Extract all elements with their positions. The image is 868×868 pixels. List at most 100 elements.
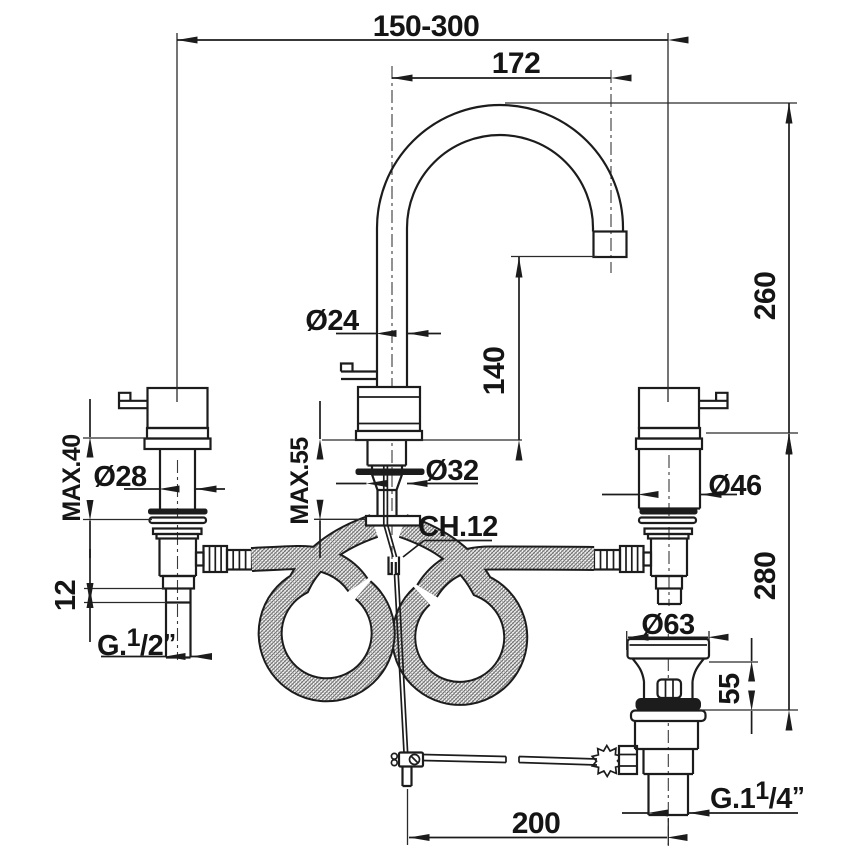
drain-neck <box>631 657 705 682</box>
spout <box>339 103 628 442</box>
left-handle-lever <box>117 391 148 410</box>
dim-drain-flange-diameter: Ø63 <box>626 609 729 650</box>
centerlines <box>176 66 670 846</box>
clamp-screw <box>408 753 421 766</box>
dim-text-spout-height: 260 <box>749 272 782 321</box>
horizontal-rod-left <box>422 753 507 764</box>
right-handle <box>592 386 729 606</box>
dim-max-deck-center: MAX.55 <box>286 401 366 558</box>
dim-text-outlet-height: 140 <box>478 347 511 396</box>
left-valve-stem <box>158 449 197 509</box>
dim-text-spout-diameter: Ø24 <box>305 305 359 337</box>
left-inlet-nipple <box>164 588 192 659</box>
dim-spout-reach: 172 <box>392 47 632 82</box>
drain-coupling-band <box>642 749 695 776</box>
left-washer <box>148 516 208 525</box>
dim-outlet-height: 140 <box>322 255 597 461</box>
right-hose-nut-flats <box>625 546 639 572</box>
dim-spout-height: 260 <box>505 102 798 454</box>
long-rod <box>393 573 409 753</box>
clamp-lower-tube <box>401 766 413 788</box>
dim-spout-diameter: Ø24 <box>305 305 441 337</box>
left-gasket <box>148 508 208 515</box>
left-hose-nut-flats <box>208 546 222 572</box>
left-hose-collar-ridges <box>232 550 247 570</box>
rod-joint-housing-lines <box>619 753 637 767</box>
spout-inner-profile <box>405 133 595 387</box>
dim-text-drain-thread: G.11/4” <box>710 777 804 815</box>
right-gasket <box>639 508 698 515</box>
left-hose-tail-braid <box>251 546 367 592</box>
dim-nipple-length: 12 <box>50 549 166 642</box>
dim-wrench-size: CH.12 <box>402 511 498 558</box>
right-handle-base-flange <box>634 437 704 451</box>
left-hose-loop-braid <box>259 516 394 701</box>
spout-base-flange <box>354 429 424 442</box>
drain-washer <box>629 709 707 723</box>
clamp-wing-lower <box>390 758 399 767</box>
center-shank-neck <box>370 465 404 469</box>
right-inlet-nipple <box>656 588 683 606</box>
dim-left-stem-diameter: Ø28 <box>93 461 225 493</box>
dim-text-rod-offset: 200 <box>512 807 561 840</box>
left-tail-step <box>161 574 196 590</box>
flexible-hoses <box>250 514 595 706</box>
drain-body <box>633 721 700 751</box>
dim-right-escutcheon-diameter: Ø46 <box>602 470 763 502</box>
dim-text-drain-body-height: 55 <box>714 673 746 705</box>
dim-drain-thread: G.11/4” <box>622 777 805 817</box>
right-hose-loop-braid <box>393 516 527 704</box>
right-hose-tail-braid <box>418 547 595 597</box>
drain-cam <box>656 678 683 700</box>
horizontal-rod-right <box>518 755 598 766</box>
right-handle-lever <box>699 391 729 410</box>
dim-text-right-escutcheon-diameter: Ø46 <box>708 470 762 502</box>
dimension-line <box>402 539 425 558</box>
popup-linkage <box>382 466 639 788</box>
spout-base-body <box>356 385 422 433</box>
dim-text-inlet-thread: G.1/2” <box>97 624 176 662</box>
dim-text-handle-spread: 150-300 <box>373 10 480 43</box>
dim-under-deck-height: 280 <box>700 434 798 731</box>
lift-rod-bend <box>383 524 398 558</box>
right-tail-step <box>654 574 684 590</box>
popup-rod-knob <box>339 362 377 381</box>
dim-text-wrench-size: CH.12 <box>418 511 498 543</box>
dim-text-under-deck-height: 280 <box>749 552 782 601</box>
right-hose-collar-ridges <box>599 550 615 570</box>
left-locknut-lower <box>155 532 200 540</box>
dim-handle-spread: 150-300 <box>176 10 689 402</box>
dim-text-spout-reach: 172 <box>492 47 541 80</box>
left-handle <box>117 386 254 659</box>
rod-spring-coupling <box>590 743 624 779</box>
left-hose <box>250 514 396 703</box>
drain-upper-body <box>642 681 694 699</box>
dim-text-max-deck-center: MAX.55 <box>286 437 314 525</box>
spout-nozzle <box>592 230 628 259</box>
dim-text-center-shank-diameter: Ø32 <box>425 455 478 487</box>
dim-text-left-stem-diameter: Ø28 <box>93 461 147 493</box>
dim-center-shank-diameter: Ø32 <box>336 455 479 487</box>
dim-text-max-deck-left: MAX.40 <box>58 434 86 521</box>
drain-seal-gasket <box>635 698 701 711</box>
clamp-screw-slot <box>410 755 419 764</box>
right-washer <box>637 516 698 525</box>
right-hose <box>391 514 595 706</box>
center-threaded-shank <box>366 440 408 467</box>
drain-plug-cap <box>626 637 711 660</box>
spout-outer-profile <box>375 103 625 387</box>
lift-rod-fork <box>387 556 401 576</box>
lift-rod-upper <box>382 466 389 525</box>
left-handle-base-flange <box>143 437 212 451</box>
dim-text-drain-flange-diameter: Ø63 <box>641 609 695 641</box>
dim-max-deck-left: MAX.40 <box>58 399 152 558</box>
rod-joint-housing <box>617 744 639 776</box>
dim-inlet-thread: G.1/2” <box>97 624 212 662</box>
drain-cam-lines <box>664 680 674 697</box>
popup-drain <box>626 637 711 817</box>
dim-drain-body-height: 55 <box>709 638 758 734</box>
spout-base-joint-lines <box>358 396 420 425</box>
dim-text-nipple-length: 12 <box>50 580 82 611</box>
